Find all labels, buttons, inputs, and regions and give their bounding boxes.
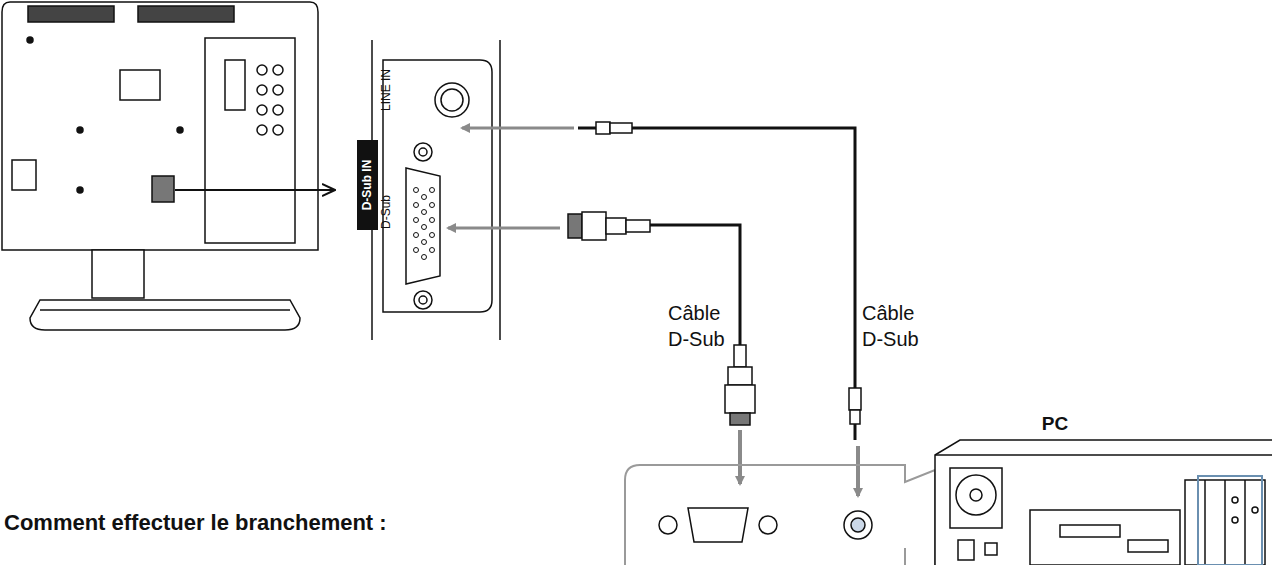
cable-label: Câble D-Sub bbox=[862, 300, 934, 352]
cable-label: Câble D-Sub bbox=[668, 300, 740, 352]
heading: Comment effectuer le branchement : bbox=[4, 510, 387, 536]
port-group-tab: D-Sub IN bbox=[357, 140, 378, 230]
device-label: PC bbox=[1020, 410, 1090, 438]
node-text: D-Sub IN bbox=[361, 160, 375, 211]
node-text: PC bbox=[1042, 413, 1068, 435]
port-label: LINE IN bbox=[379, 69, 393, 111]
port-label: D-Sub bbox=[379, 195, 393, 229]
